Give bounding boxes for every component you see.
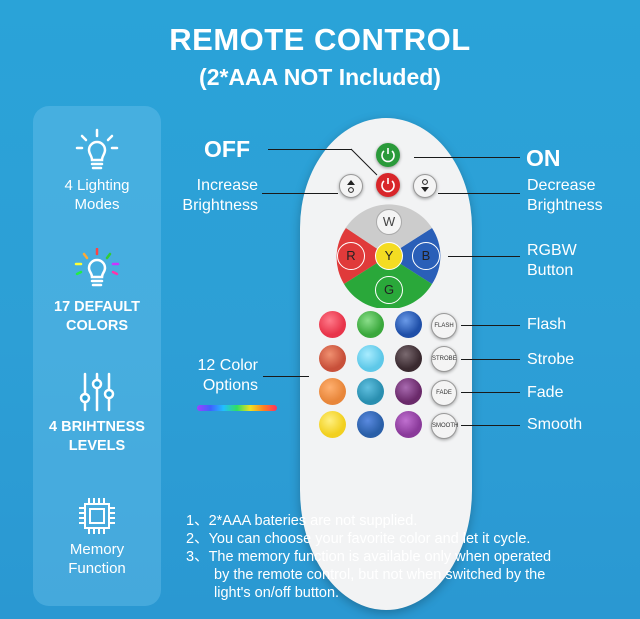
lightbulb-icon: [75, 128, 119, 170]
color-button[interactable]: [357, 345, 384, 372]
white-button[interactable]: W: [376, 209, 402, 235]
rainbow-bar: [197, 405, 277, 411]
color-bulb-icon: [74, 248, 120, 287]
on-leader: [414, 157, 520, 158]
brightness-up-icon: [347, 180, 355, 193]
page-subtitle: (2*AAA NOT Included): [199, 64, 441, 90]
smooth-button[interactable]: SMOOTH: [431, 413, 458, 439]
flash-callout: Flash: [527, 316, 567, 333]
note-line: light's on/off button.: [214, 585, 340, 601]
notes: 1、2*AAA bateries are not supplied. 2、You…: [186, 512, 551, 602]
increase-brightness-button[interactable]: [339, 174, 363, 198]
feature-label: 17 DEFAULT: [54, 299, 140, 315]
color-button[interactable]: [319, 378, 346, 405]
color-button[interactable]: [395, 311, 422, 338]
rgbw-callout: RGBW Button: [527, 241, 577, 281]
increase-line1: Increase: [196, 177, 258, 194]
rgbw-line1: RGBW: [527, 242, 577, 259]
color-options-line2: Options: [202, 377, 258, 394]
strobe-callout: Strobe: [527, 351, 575, 368]
feature-label: COLORS: [65, 318, 129, 334]
color-button[interactable]: [395, 411, 422, 438]
blue-button[interactable]: B: [412, 242, 440, 270]
sliders-icon: [79, 372, 115, 412]
increase-leader: [262, 193, 338, 194]
smooth-callout: Smooth: [527, 416, 583, 433]
feature-memory: Memory Function: [33, 496, 161, 578]
decrease-callout: Decrease Brightness: [527, 176, 603, 216]
fade-button[interactable]: FADE: [431, 380, 457, 406]
decrease-leader: [438, 193, 520, 194]
smooth-leader: [461, 425, 520, 426]
color-button[interactable]: [319, 311, 346, 338]
color-button[interactable]: [357, 411, 384, 438]
flash-leader: [461, 325, 520, 326]
fade-callout: Fade: [527, 384, 564, 401]
decrease-line1: Decrease: [527, 177, 596, 194]
color-button[interactable]: [357, 378, 384, 405]
flash-button[interactable]: FLASH: [431, 313, 457, 339]
feature-brightness-levels: 4 BRIHTNESS LEVELS: [33, 370, 161, 456]
note-line: by the remote control, but not when swit…: [214, 567, 546, 583]
feature-label: Memory: [69, 541, 125, 558]
page-title: REMOTE CONTROL: [169, 22, 471, 57]
power-icon: [381, 148, 395, 163]
red-button[interactable]: R: [337, 242, 365, 270]
increase-line2: Brightness: [182, 197, 258, 214]
strobe-button[interactable]: STROBE: [431, 346, 457, 372]
feature-lighting-modes: 4 Lighting Modes: [33, 128, 161, 214]
brightness-down-icon: [421, 179, 429, 192]
feature-label: Modes: [74, 196, 120, 213]
off-leader-diag: [351, 148, 378, 176]
rgbw-line2: Button: [527, 262, 574, 279]
feature-label: LEVELS: [68, 438, 126, 454]
strobe-leader: [461, 359, 520, 360]
color-options-leader: [263, 376, 309, 377]
increase-callout: Increase Brightness: [170, 176, 258, 216]
color-button[interactable]: [319, 345, 346, 372]
color-button[interactable]: [395, 378, 422, 405]
color-button[interactable]: [319, 411, 346, 438]
color-options-line1: 12 Color: [197, 357, 258, 374]
color-button[interactable]: [357, 311, 384, 338]
yellow-button[interactable]: Y: [375, 242, 403, 270]
rgbw-leader: [448, 256, 520, 257]
power-icon: [381, 178, 395, 193]
off-button[interactable]: [376, 173, 400, 197]
feature-default-colors: 17 DEFAULT COLORS: [33, 248, 161, 336]
fade-leader: [461, 392, 520, 393]
note-line: 3、The memory function is available only …: [186, 549, 552, 565]
off-callout: OFF: [204, 136, 250, 162]
feature-label: 4 BRIHTNESS: [49, 419, 145, 435]
chip-icon: [79, 498, 115, 534]
feature-label: 4 Lighting: [64, 177, 130, 194]
note-line: 2、You can choose your favorite color and…: [186, 531, 531, 547]
off-leader: [268, 149, 352, 150]
color-button[interactable]: [395, 345, 422, 372]
green-button[interactable]: G: [375, 276, 403, 304]
decrease-line2: Brightness: [527, 197, 603, 214]
feature-label: Function: [68, 560, 126, 577]
decrease-brightness-button[interactable]: [413, 174, 437, 198]
on-callout: ON: [526, 145, 561, 171]
note-line: 1、2*AAA bateries are not supplied.: [186, 513, 418, 529]
color-options-callout: 12 Color Options: [188, 356, 258, 396]
on-button[interactable]: [376, 143, 400, 167]
